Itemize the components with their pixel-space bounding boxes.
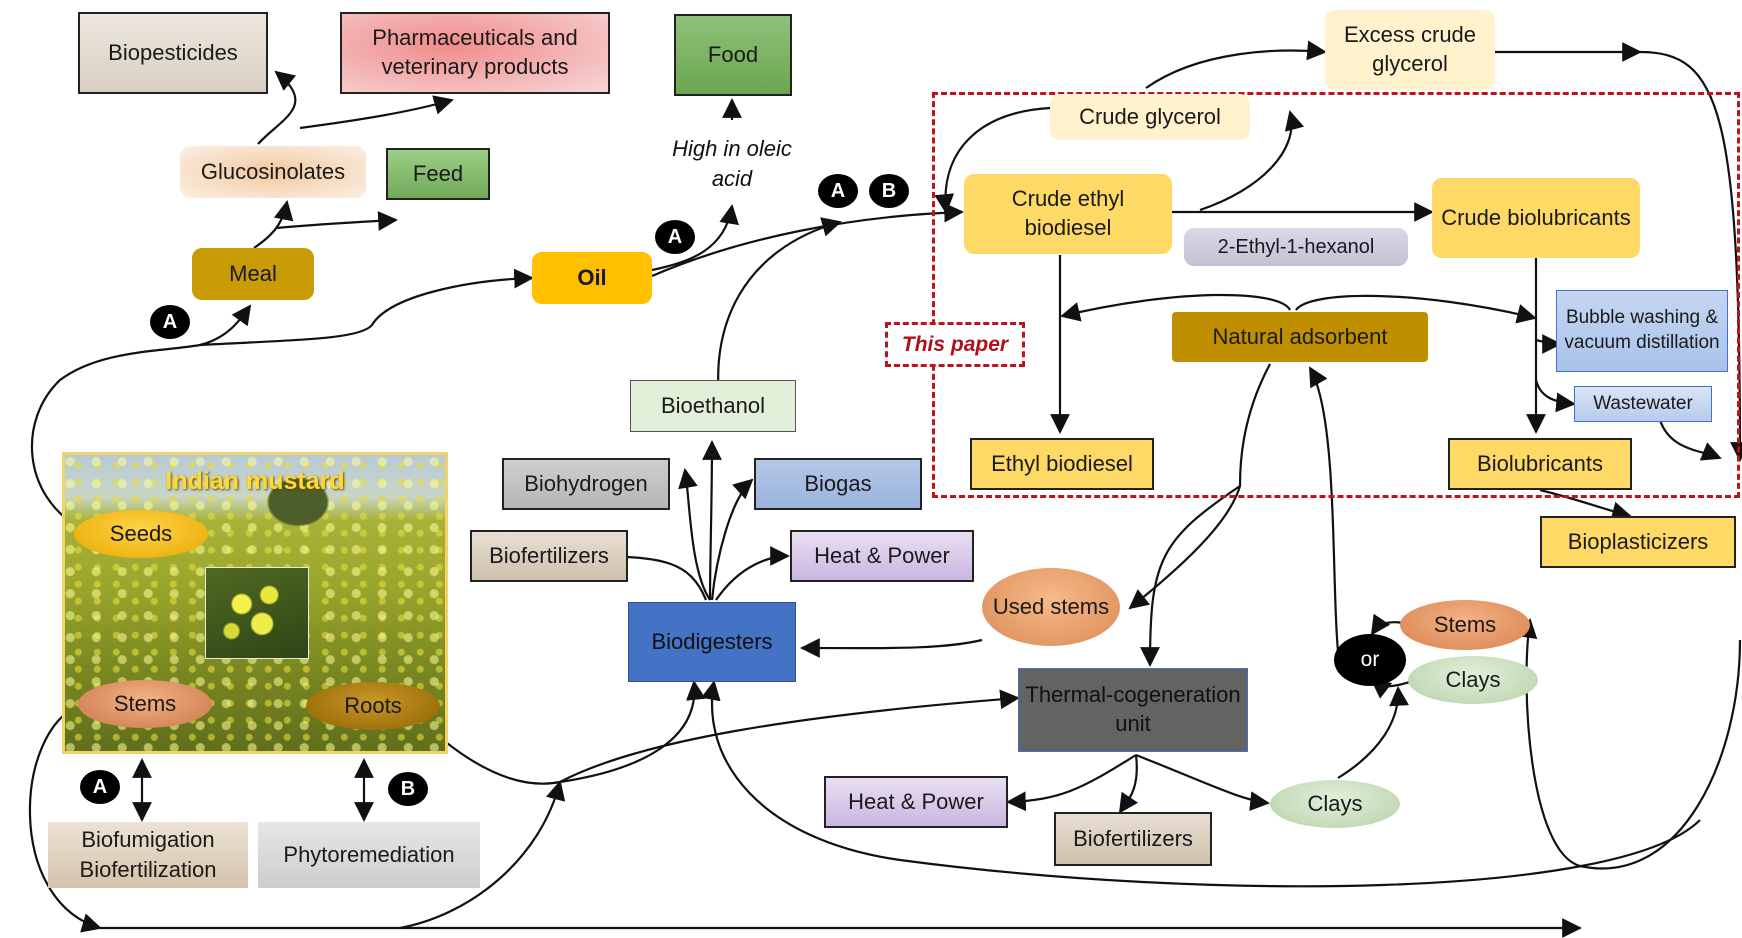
thermal-unit-node: Thermal-cogeneration unit — [1018, 668, 1248, 752]
badge-a-top: A — [818, 174, 858, 208]
badge-b-bottom: B — [388, 772, 428, 806]
biogas-node: Biogas — [754, 458, 922, 510]
ethyl-hexanol-node: 2-Ethyl-1-hexanol — [1184, 228, 1408, 266]
biofertilizers-left-node: Biofertilizers — [470, 530, 628, 582]
this-paper-label: This paper — [885, 322, 1025, 367]
crude-biolubricants-node: Crude biolubricants — [1432, 178, 1640, 258]
bubble-washing-node: Bubble washing & vacuum distillation — [1556, 290, 1728, 372]
excess-crude-glycerol-node: Excess crude glycerol — [1325, 10, 1495, 90]
tree-shape — [261, 473, 335, 531]
wastewater-node: Wastewater — [1574, 386, 1712, 422]
clays-bottom-node: Clays — [1270, 780, 1400, 828]
seeds-node: Seeds — [74, 510, 208, 558]
biofumigation-node: Biofumigation Biofertilization — [48, 822, 248, 888]
this-paper-frame — [932, 92, 1740, 498]
heat-power-top-node: Heat & Power — [790, 530, 974, 582]
high-oleic-note: High in oleic acid — [672, 136, 792, 191]
bioplasticizers-node: Bioplasticizers — [1540, 516, 1736, 568]
meal-node: Meal — [192, 248, 314, 300]
glucosinolates-node: Glucosinolates — [180, 146, 366, 198]
feed-node: Feed — [386, 148, 490, 200]
natural-adsorbent-node: Natural adsorbent — [1172, 312, 1428, 362]
food-node: Food — [674, 14, 792, 96]
used-stems-node: Used stems — [982, 568, 1120, 646]
phytoremediation-node: Phytoremediation — [258, 822, 480, 888]
bioethanol-node: Bioethanol — [630, 380, 796, 432]
badge-a-meal: A — [150, 305, 190, 339]
badge-a-bottom: A — [80, 770, 120, 804]
biohydrogen-node: Biohydrogen — [502, 458, 670, 510]
or-node: or — [1334, 634, 1406, 686]
ethyl-biodiesel-node: Ethyl biodiesel — [970, 438, 1154, 490]
badge-a-oil: A — [655, 220, 695, 254]
crude-ethyl-biodiesel-node: Crude ethyl biodiesel — [964, 174, 1172, 254]
pharmaceuticals-node: Pharmaceuticals and veterinary products — [340, 12, 610, 94]
stems-photo-node: Stems — [78, 680, 212, 728]
biopesticides-node: Biopesticides — [78, 12, 268, 94]
biolubricants-node: Biolubricants — [1448, 438, 1632, 490]
roots-node: Roots — [306, 682, 440, 730]
flower-inset-photo — [205, 567, 309, 659]
stems-right-node: Stems — [1400, 600, 1530, 650]
photo-title: Indian mustard — [165, 467, 345, 495]
clays-right-node: Clays — [1408, 656, 1538, 704]
biodigesters-node: Biodigesters — [628, 602, 796, 682]
badge-b-top: B — [869, 174, 909, 208]
crude-glycerol-node: Crude glycerol — [1050, 94, 1250, 140]
heat-power-bottom-node: Heat & Power — [824, 776, 1008, 828]
biofertilizers-bottom-node: Biofertilizers — [1054, 812, 1212, 866]
oil-node: Oil — [532, 252, 652, 304]
